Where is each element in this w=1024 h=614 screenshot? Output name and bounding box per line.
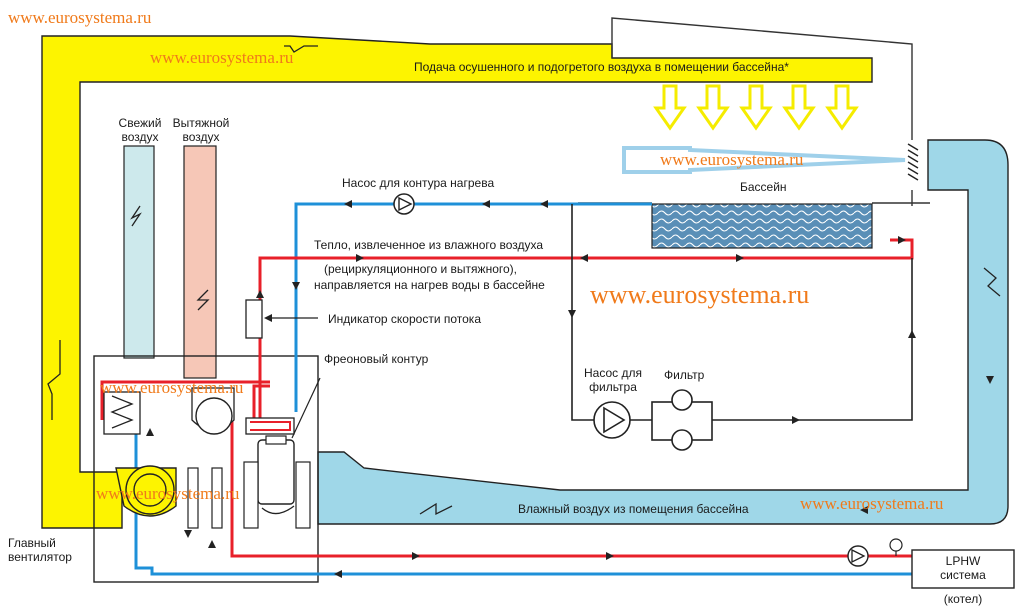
watermark-bottom-right: www.eurosystema.ru (800, 494, 944, 513)
main-fan-line-1: Главный (8, 536, 56, 550)
freon-pointer-line (291, 377, 321, 439)
fresh-air-line-2: воздух (121, 130, 159, 144)
exhaust-air-label: Вытяжной воздух (168, 116, 234, 144)
humid-air-return-duct (317, 139, 1009, 525)
humid-air-label: Влажный воздух из помещения бассейна (518, 502, 749, 516)
heating-pump-label: Насос для контура нагрева (342, 176, 495, 190)
supply-air-label: Подача осушенного и подогретого воздуха … (414, 60, 789, 74)
filter-pump-label: Насос для фильтра (578, 366, 648, 394)
watermark-fan: www.eurosystema.ru (96, 484, 240, 503)
watermark-large: www.eurosystema.ru (590, 280, 810, 309)
filter-pump (593, 401, 631, 439)
main-fan (115, 465, 177, 517)
filter-pump-line-1: Насос для (584, 366, 642, 380)
heating-circuit-pump (393, 193, 415, 215)
watermark-top: www.eurosystema.ru (150, 48, 294, 67)
watermark-ahu: www.eurosystema.ru (100, 378, 244, 397)
exhaust-air-line-2: воздух (182, 130, 220, 144)
filter-pump-line-2: фильтра (589, 380, 637, 394)
heating-coil (103, 391, 141, 435)
heat-line-2: (рециркуляционного и вытяжного), (324, 262, 517, 276)
pool-room-outline (611, 17, 913, 140)
evaporator-right (295, 461, 311, 529)
compressor (257, 435, 295, 515)
airflow-zigzags (47, 45, 1001, 516)
return-vent-grille (907, 143, 919, 181)
bypass-damper-1 (187, 467, 199, 529)
bypass-damper-2 (211, 467, 223, 529)
heat-line-3: направляется на нагрев воды в бассейне (314, 278, 545, 292)
pool-water (651, 203, 873, 249)
supply-air-duct (41, 35, 873, 529)
filter-label: Фильтр (664, 368, 705, 382)
flow-indicator-label: Индикатор скорости потока (328, 312, 481, 326)
heat-line-1: Тепло, извлеченное из влажного воздуха (314, 238, 544, 252)
exhaust-fan (191, 387, 235, 435)
flow-indicator (245, 299, 263, 339)
boiler-label: (котел) (943, 592, 983, 606)
fresh-air-line-1: Свежий (118, 116, 162, 130)
fresh-air-duct (123, 145, 155, 359)
watermark-pool: www.eurosystema.ru (660, 150, 804, 169)
main-fan-line-2: вентилятор (8, 550, 72, 564)
condenser (245, 417, 295, 435)
pool-label: Бассейн (740, 180, 787, 194)
main-fan-label: Главный вентилятор (8, 536, 72, 564)
flow-direction-arrows (146, 200, 994, 578)
lphw-line-1: LPHW (945, 554, 981, 568)
lphw-pump (847, 545, 869, 567)
lphw-line-2: система (940, 568, 986, 582)
air-handling-unit (93, 355, 319, 583)
exhaust-air-duct (183, 145, 217, 379)
watermark-top-left: www.eurosystema.ru (8, 8, 152, 27)
exhaust-air-line-1: Вытяжной (172, 116, 230, 130)
lphw-label: LPHW система (912, 554, 1014, 582)
freon-circuit-label: Фреоновый контур (324, 352, 429, 366)
filter-unit (651, 389, 713, 451)
airflow-arrow-over-pool (622, 146, 906, 174)
lphw-system-box (911, 549, 1015, 589)
flow-indicator-pointer-head (264, 314, 272, 322)
supply-down-arrows (653, 84, 859, 131)
fresh-air-label: Свежий воздух (110, 116, 170, 144)
evaporator-left (243, 461, 259, 529)
lphw-valve (889, 538, 903, 556)
